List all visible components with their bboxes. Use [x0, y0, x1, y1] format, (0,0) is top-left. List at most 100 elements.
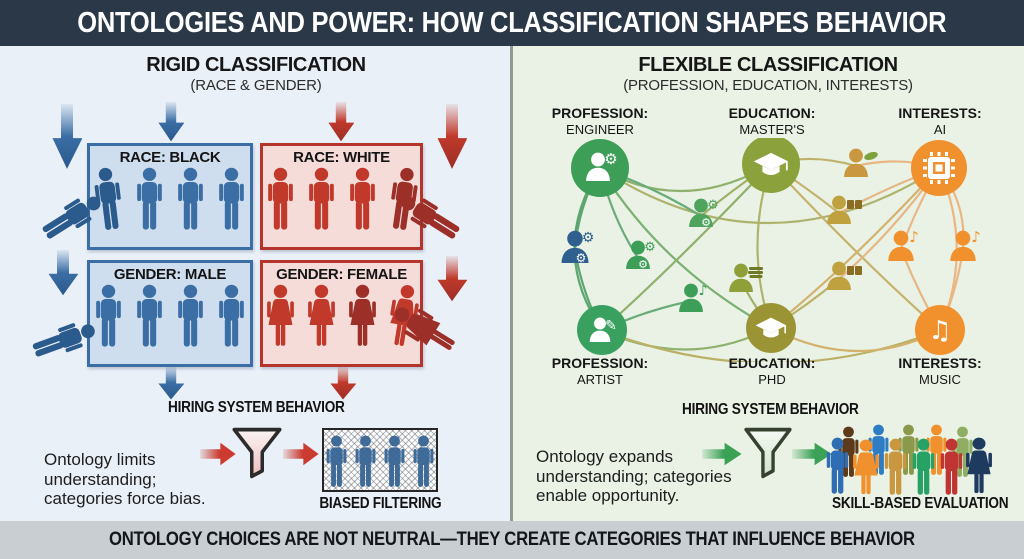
reader-person-icon — [827, 195, 862, 224]
person-icon — [326, 435, 347, 487]
node-label-masters: EDUCATION:MASTER'S — [728, 105, 816, 137]
person-icon — [137, 284, 162, 347]
category-box-race-black: RACE: BLACK — [87, 143, 253, 250]
node-artist: ✎ — [577, 305, 627, 355]
node-music: ♫ — [915, 305, 965, 355]
music-note-icon: ♪ — [699, 283, 708, 299]
biased-filtering-box — [322, 428, 438, 492]
category-box-label: RACE: BLACK — [119, 149, 221, 166]
gear-icon: ⚙ — [644, 240, 656, 255]
person-icon — [219, 167, 244, 230]
down-arrow-icon — [437, 256, 467, 302]
panel-divider — [510, 46, 513, 521]
down-arrow-icon — [330, 366, 356, 400]
node-label-phd: EDUCATION:PHD — [728, 355, 816, 387]
person-group — [324, 430, 436, 488]
funnel-icon — [744, 427, 792, 479]
engineer-person-icon: ⚙ ⚙ — [626, 240, 656, 271]
right-panel-title: FLEXIBLE CLASSIFICATION — [638, 54, 898, 76]
person-group — [265, 166, 420, 232]
left-hiring-heading: HIRING SYSTEM BEHAVIOR — [167, 399, 345, 416]
node-masters — [742, 138, 800, 193]
person-icon — [826, 437, 849, 494]
person-group — [93, 284, 247, 348]
person-icon — [178, 284, 203, 347]
right-result-label: SKILL-BASED EVALUATION — [832, 495, 1009, 512]
person-group — [92, 166, 247, 231]
left-caption: Ontology limits understanding; categorie… — [44, 450, 206, 509]
node-label-artist: PROFESSION:ARTIST — [551, 355, 649, 387]
music-person-icon: ♪ — [888, 228, 919, 261]
category-box-label: GENDER: FEMALE — [276, 266, 407, 283]
person-icon — [853, 439, 879, 495]
header-bar: ONTOLOGIES AND POWER: HOW CLASSIFICATION… — [0, 0, 1024, 46]
person-icon — [884, 438, 907, 495]
person-icon — [413, 435, 434, 487]
gear-icon: ⚙ — [576, 251, 587, 265]
music-note-icon: ♪ — [971, 228, 981, 246]
pencil-icon: ✎ — [605, 318, 617, 334]
node-label-music: INTERESTS:MUSIC — [898, 355, 982, 387]
book-icon — [847, 266, 862, 275]
category-box-label: RACE: WHITE — [293, 149, 390, 166]
down-arrow-icon — [52, 104, 82, 169]
right-hiring-heading: HIRING SYSTEM BEHAVIOR — [681, 401, 859, 418]
left-panel-subtitle: (RACE & GENDER) — [190, 77, 322, 94]
flow-arrow-icon — [283, 442, 319, 466]
music-person-icon: ♪ — [950, 228, 981, 261]
down-arrow-icon — [158, 102, 184, 142]
down-arrow-icon — [158, 366, 184, 400]
music-note-icon: ♪ — [909, 228, 919, 246]
person-icon — [349, 167, 375, 230]
person-icon — [137, 167, 162, 230]
node-engineer: ⚙ — [571, 139, 629, 197]
person-icon — [912, 438, 935, 495]
person-icon — [178, 167, 203, 230]
left-result-label: BIASED FILTERING — [318, 495, 442, 512]
person-icon — [384, 435, 405, 487]
page-title: ONTOLOGIES AND POWER: HOW CLASSIFICATION… — [77, 7, 947, 39]
scholar-person-icon — [844, 148, 878, 177]
gear-icon: ⚙ — [701, 216, 711, 229]
leaf-icon — [864, 151, 878, 161]
engineer-person-icon: ⚙ ⚙ — [689, 198, 719, 229]
person-icon — [307, 284, 335, 346]
right-panel-subtitle: (PROFESSION, EDUCATION, INTERESTS) — [623, 77, 913, 94]
books-icon — [748, 267, 763, 278]
person-icon — [348, 284, 376, 346]
person-icon — [966, 437, 992, 494]
category-box-gender-male: GENDER: MALE — [87, 260, 253, 367]
person-icon — [940, 438, 963, 495]
category-box-race-white: RACE: WHITE — [260, 143, 423, 250]
engineer-person-icon: ⚙ ⚙ — [561, 230, 595, 265]
person-icon — [219, 284, 244, 347]
network-nodes: ⚙ — [571, 138, 967, 355]
gear-icon: ⚙ — [604, 150, 617, 168]
down-arrow-icon — [328, 102, 354, 142]
person-icon — [267, 167, 293, 230]
flow-arrow-icon — [702, 442, 742, 466]
footer-bar: ONTOLOGY CHOICES ARE NOT NEUTRAL—THEY CR… — [0, 521, 1024, 559]
funnel-icon — [232, 427, 282, 479]
person-icon — [355, 435, 376, 487]
right-caption: Ontology expands understanding; categori… — [536, 447, 732, 506]
node-ai — [911, 140, 967, 196]
network-graphic: ⚙ ⚙ ⚙ ⚙ ⚙ ⚙ ♪ — [561, 138, 981, 362]
footer-message: ONTOLOGY CHOICES ARE NOT NEUTRAL—THEY CR… — [109, 529, 915, 550]
scholar-person-icon — [729, 263, 763, 292]
left-panel-title: RIGID CLASSIFICATION — [146, 54, 366, 76]
music-person-icon: ♪ — [679, 283, 707, 312]
reader-person-icon — [827, 261, 862, 290]
gear-icon: ⚙ — [582, 230, 595, 246]
person-icon — [266, 284, 294, 346]
node-label-engineer: PROFESSION:ENGINEER — [551, 105, 649, 137]
category-box-label: GENDER: MALE — [113, 266, 227, 283]
book-icon — [847, 200, 862, 209]
network-people: ⚙ ⚙ ⚙ ⚙ ⚙ ⚙ ♪ — [561, 148, 981, 312]
gear-icon: ⚙ — [638, 258, 648, 271]
down-arrow-icon — [437, 104, 467, 169]
node-label-ai: INTERESTS:AI — [898, 105, 982, 137]
node-phd — [746, 303, 796, 353]
gear-icon: ⚙ — [707, 198, 719, 213]
